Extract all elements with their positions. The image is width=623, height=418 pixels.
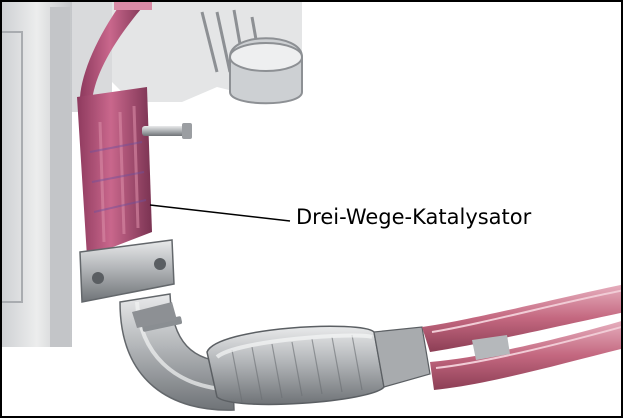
lambda-sensor <box>142 123 192 139</box>
tail-pipes <box>422 284 623 390</box>
callout-label-catalytic-converter: Drei-Wege-Katalysator <box>296 207 531 228</box>
callout-leader-line <box>150 205 290 221</box>
engine-block <box>2 2 302 347</box>
catalytic-converter <box>207 326 430 404</box>
